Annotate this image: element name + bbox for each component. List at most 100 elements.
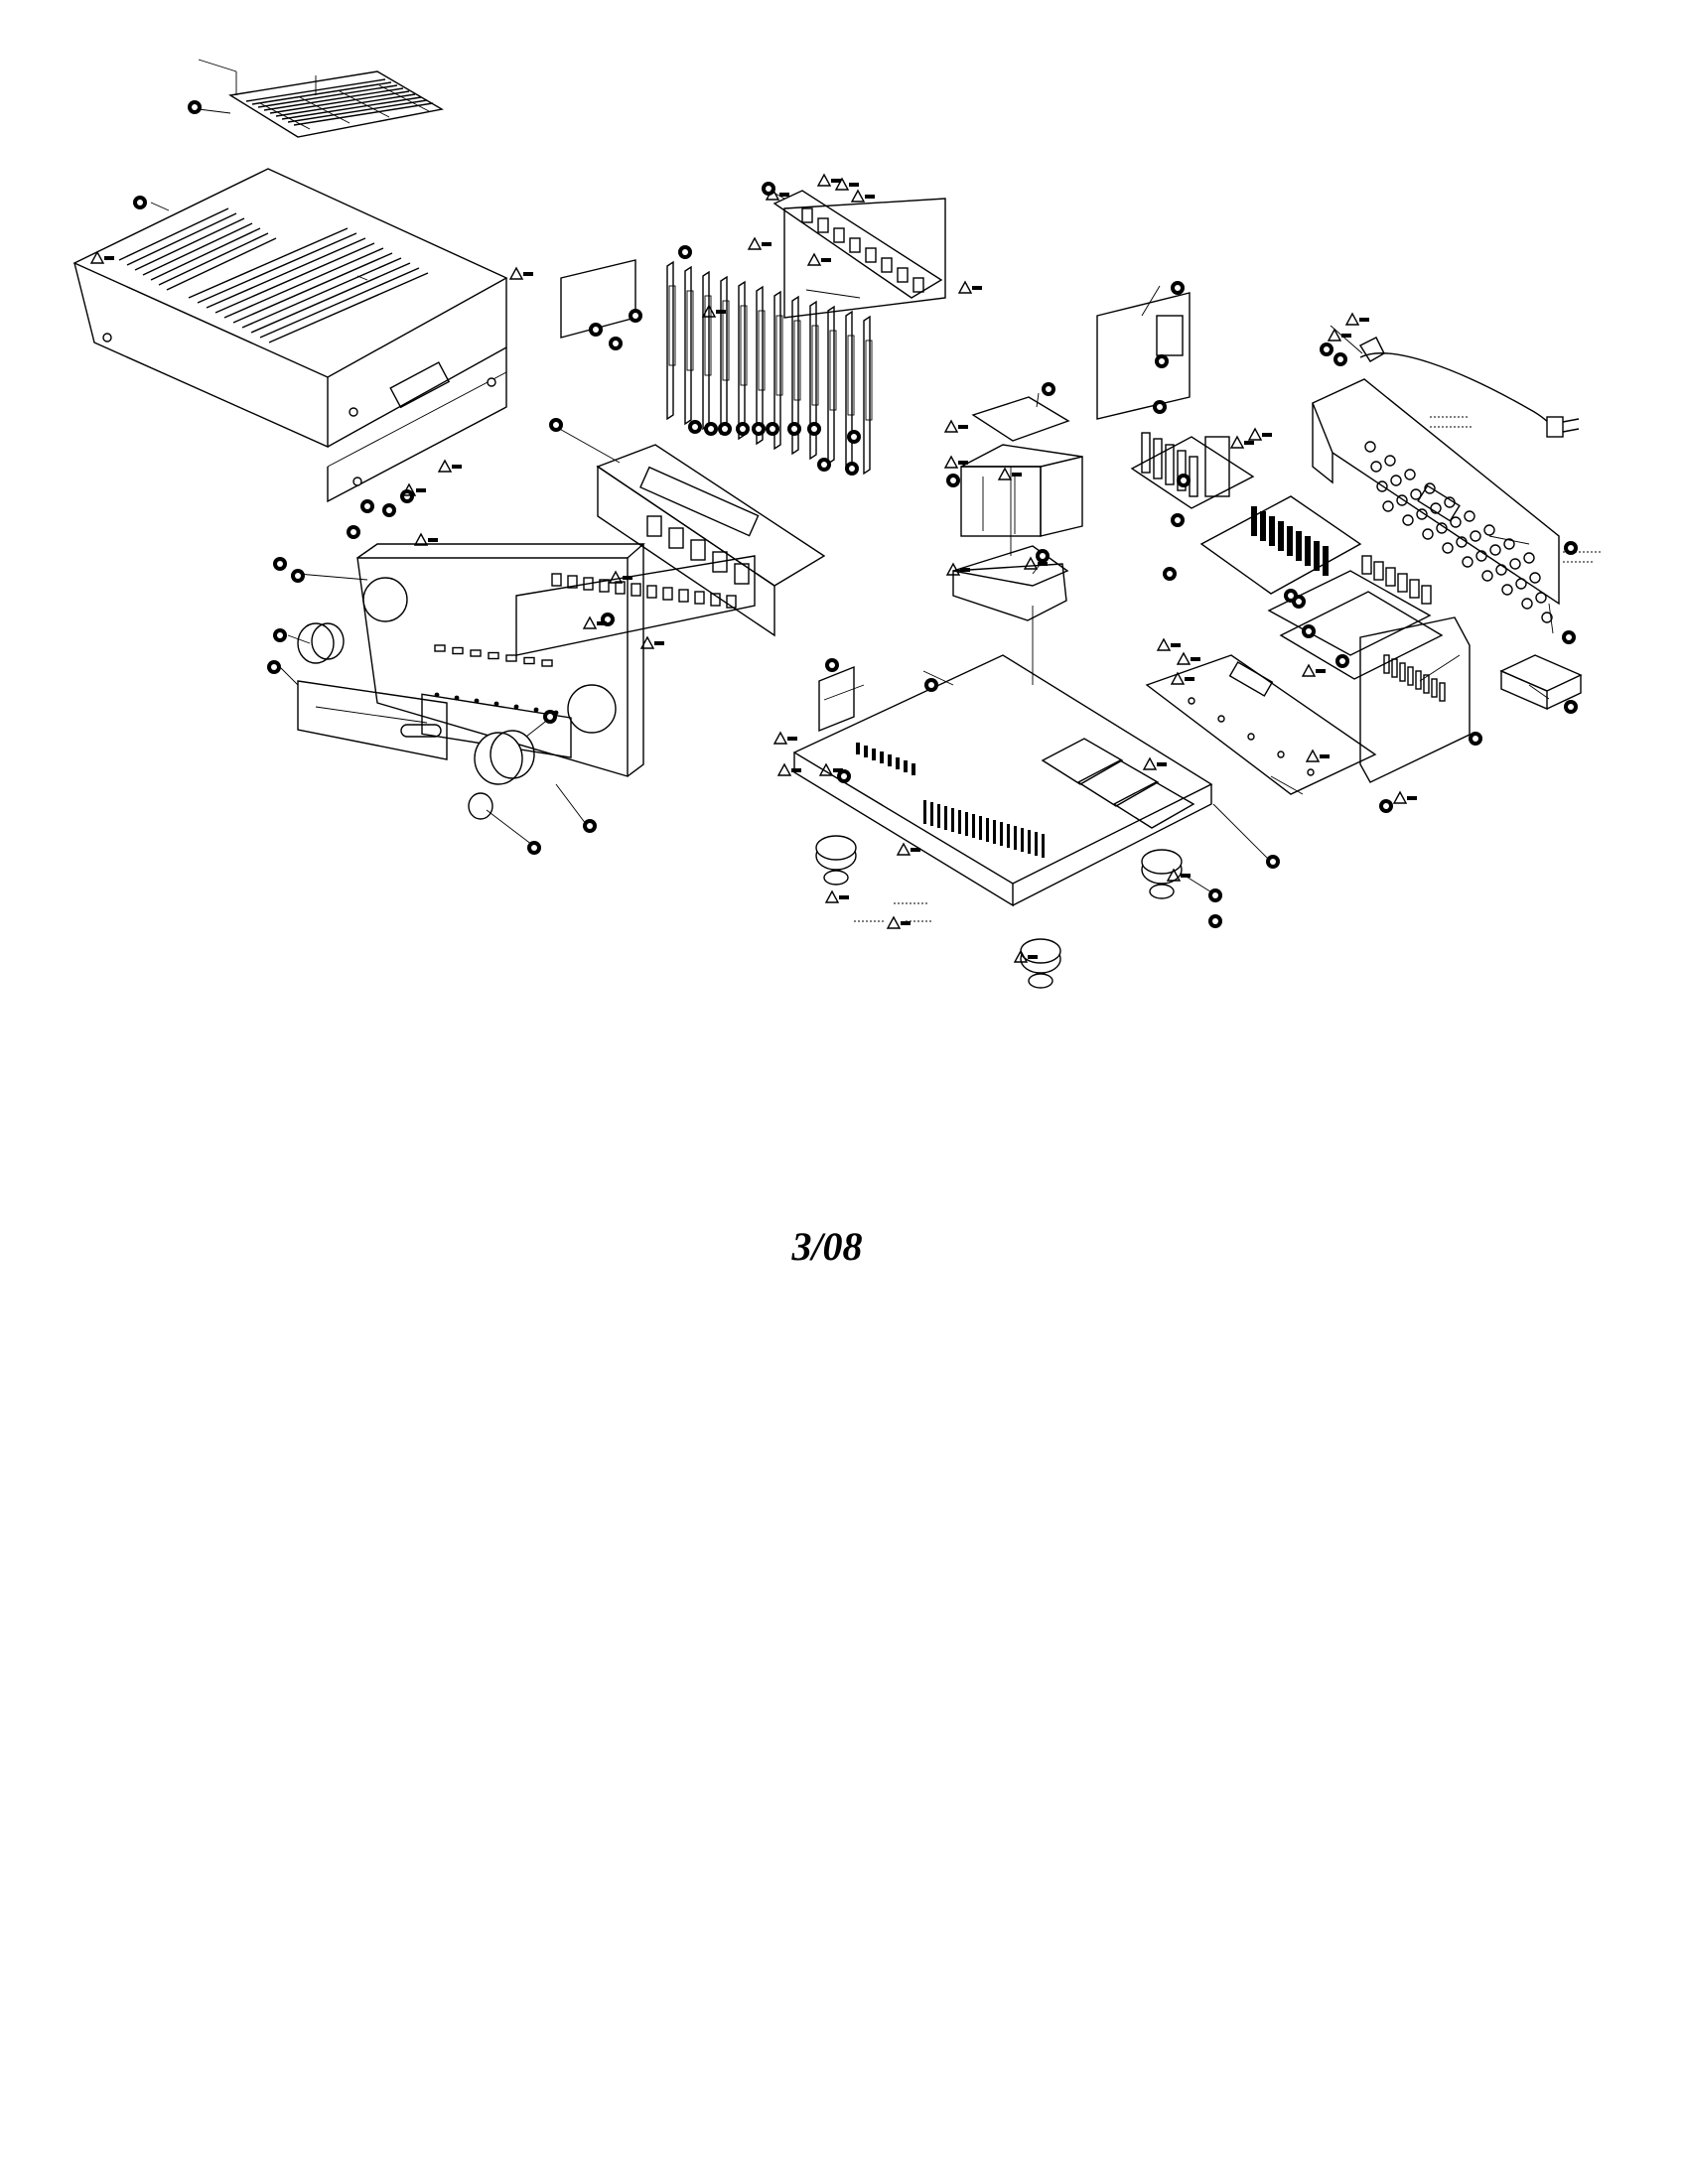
cover-vent-slot xyxy=(241,257,402,329)
part-callout-center xyxy=(1383,803,1389,809)
part-callout-center xyxy=(593,327,599,333)
warning-icon xyxy=(834,177,850,191)
pcb-component xyxy=(734,563,750,585)
cover-vent-slot xyxy=(142,222,253,276)
transistor xyxy=(686,290,694,371)
vent-slot xyxy=(269,90,410,114)
warning-label xyxy=(1316,669,1326,673)
vent-slot xyxy=(275,93,416,117)
rca-jack xyxy=(1521,598,1533,610)
leader-line xyxy=(555,783,587,825)
warning-icon xyxy=(1305,749,1321,762)
chassis-terminal xyxy=(1035,832,1038,856)
rca-jack xyxy=(1541,612,1553,623)
foot-pad xyxy=(1149,884,1175,899)
rca-jack xyxy=(1509,558,1521,570)
heatsink-fin xyxy=(773,290,781,451)
warning-label xyxy=(958,425,968,429)
io-component xyxy=(1397,573,1408,593)
warning-label xyxy=(821,258,831,262)
part-callout-center xyxy=(928,682,934,688)
part-callout-center xyxy=(547,714,553,720)
io-component xyxy=(1409,579,1420,599)
cover-vent-slot xyxy=(118,207,229,261)
warning-icon xyxy=(1156,637,1172,651)
warning-icon xyxy=(776,762,792,776)
warning-label xyxy=(791,768,801,772)
leader-line xyxy=(486,809,537,849)
io-connector xyxy=(1305,536,1311,566)
part-callout-center xyxy=(766,186,772,192)
part-callout-center xyxy=(351,529,356,535)
chassis-terminal xyxy=(972,814,975,838)
warning-icon xyxy=(1229,435,1245,449)
rca-jack xyxy=(1424,482,1436,494)
rca-jack xyxy=(1470,530,1481,542)
warning-icon xyxy=(89,250,105,264)
part-callout-center xyxy=(1175,285,1181,291)
warning-icon xyxy=(1142,756,1158,770)
rca-jack xyxy=(1376,480,1388,492)
vent-slot xyxy=(257,84,398,108)
panel-button xyxy=(505,654,517,662)
chassis-terminal xyxy=(888,754,892,766)
warning-icon xyxy=(772,731,788,745)
warning-icon xyxy=(1247,427,1263,441)
warning-icon xyxy=(997,467,1013,480)
vent-divider xyxy=(299,96,351,124)
warning-label xyxy=(1157,762,1167,766)
part-callout-center xyxy=(1566,634,1572,640)
pcb-switch xyxy=(631,583,641,597)
cover-vent-slot xyxy=(232,252,393,324)
amp-component xyxy=(833,227,845,243)
warning-label xyxy=(1262,433,1272,437)
chassis-terminal xyxy=(958,810,961,834)
rca-jack xyxy=(1481,570,1493,582)
chassis-terminal xyxy=(1014,826,1017,850)
warning-icon xyxy=(413,532,429,546)
warning-label xyxy=(958,461,968,465)
part-callout-center xyxy=(829,662,835,668)
mount-hole xyxy=(1277,751,1285,758)
rca-jack xyxy=(1436,522,1448,534)
amp-component xyxy=(849,237,861,253)
io-connector xyxy=(1314,541,1320,571)
pcb-switch xyxy=(646,585,657,599)
part-callout-center xyxy=(1296,599,1302,605)
transistor xyxy=(793,320,801,401)
leader-line xyxy=(198,108,231,114)
warning-label xyxy=(839,895,849,899)
main-ic xyxy=(1228,661,1274,697)
io-component xyxy=(1385,567,1396,587)
rca-jack xyxy=(1382,500,1394,512)
cover-vent-slot xyxy=(206,237,366,309)
leader-line xyxy=(1330,325,1363,354)
warning-label xyxy=(104,256,114,260)
part-callout-center xyxy=(1270,859,1276,865)
amp-component xyxy=(897,267,909,283)
part-callout-center xyxy=(1046,386,1052,392)
chassis-terminal xyxy=(930,802,933,826)
io-component xyxy=(1421,585,1432,605)
vent-slot xyxy=(293,102,434,126)
warning-label xyxy=(654,641,664,645)
rca-jack xyxy=(1422,528,1434,540)
part-callout-center xyxy=(791,426,797,432)
chassis-terminal xyxy=(986,818,989,842)
warning-icon xyxy=(1301,663,1317,677)
amp-pcb xyxy=(772,190,943,299)
part-callout-center xyxy=(277,561,283,567)
io-connector xyxy=(1287,526,1293,556)
vent-slot xyxy=(263,87,404,111)
heatsink-fin xyxy=(666,260,674,421)
page-footer: 3/08 xyxy=(0,1223,1684,1270)
warning-label xyxy=(1359,318,1369,322)
io-connector xyxy=(1323,546,1329,576)
rca-jack xyxy=(1390,475,1402,486)
io-connector xyxy=(1269,516,1275,546)
chassis-bracket xyxy=(1112,781,1195,829)
io-component xyxy=(1373,561,1384,581)
mount-hole xyxy=(1247,733,1255,741)
part-callout-center xyxy=(632,313,638,319)
chassis-terminal xyxy=(923,800,926,824)
